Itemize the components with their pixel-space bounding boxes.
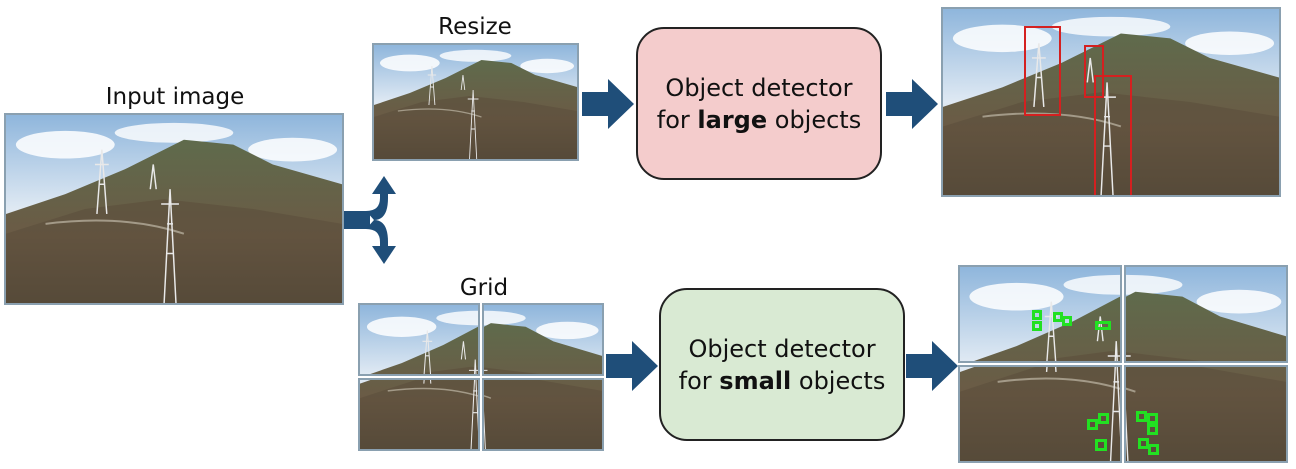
resized-image <box>372 43 579 161</box>
small-bbox <box>1053 312 1063 322</box>
small-detector-line1: Object detector <box>688 334 876 363</box>
large-bbox <box>1094 75 1132 195</box>
right-arrow-icon <box>886 79 938 129</box>
grid-label: Grid <box>459 275 509 301</box>
small-detector-line2: for small objects <box>678 366 886 395</box>
small-bbox <box>1098 413 1109 424</box>
right-arrow-icon <box>906 341 958 391</box>
grid-tile <box>358 303 480 376</box>
grid-tile <box>358 378 480 451</box>
small-bbox <box>1062 316 1072 326</box>
small-bbox <box>1032 310 1042 320</box>
right-arrow-icon <box>582 79 634 129</box>
grid-tile <box>482 378 604 451</box>
right-arrow-icon <box>606 341 658 391</box>
small-bbox <box>1147 424 1158 435</box>
large-detector-line1: Object detector <box>665 73 853 102</box>
large-bbox <box>1024 26 1061 116</box>
branch-arrow-icon <box>344 176 396 264</box>
small-detection-result <box>958 265 1288 463</box>
grid-image <box>358 303 604 451</box>
result-tile <box>1124 265 1288 363</box>
small-bbox <box>1147 413 1158 424</box>
resize-label: Resize <box>438 14 512 40</box>
result-tile <box>958 265 1122 363</box>
input-image <box>4 113 344 305</box>
small-bbox <box>1138 438 1149 449</box>
large-object-detector: Object detector for large objects <box>636 27 882 180</box>
small-bbox <box>1148 444 1159 455</box>
large-detector-line2: for large objects <box>656 105 862 134</box>
small-bbox <box>1032 321 1042 331</box>
small-bbox <box>1095 321 1111 330</box>
small-object-detector: Object detector for small objects <box>659 288 905 441</box>
small-bbox <box>1136 411 1147 422</box>
result-tile <box>1124 365 1288 463</box>
small-bbox <box>1087 419 1098 430</box>
grid-tile <box>482 303 604 376</box>
input-image-label: Input image <box>105 84 245 110</box>
large-detection-result <box>941 7 1281 197</box>
small-bbox <box>1095 439 1107 451</box>
result-tile <box>958 365 1122 463</box>
